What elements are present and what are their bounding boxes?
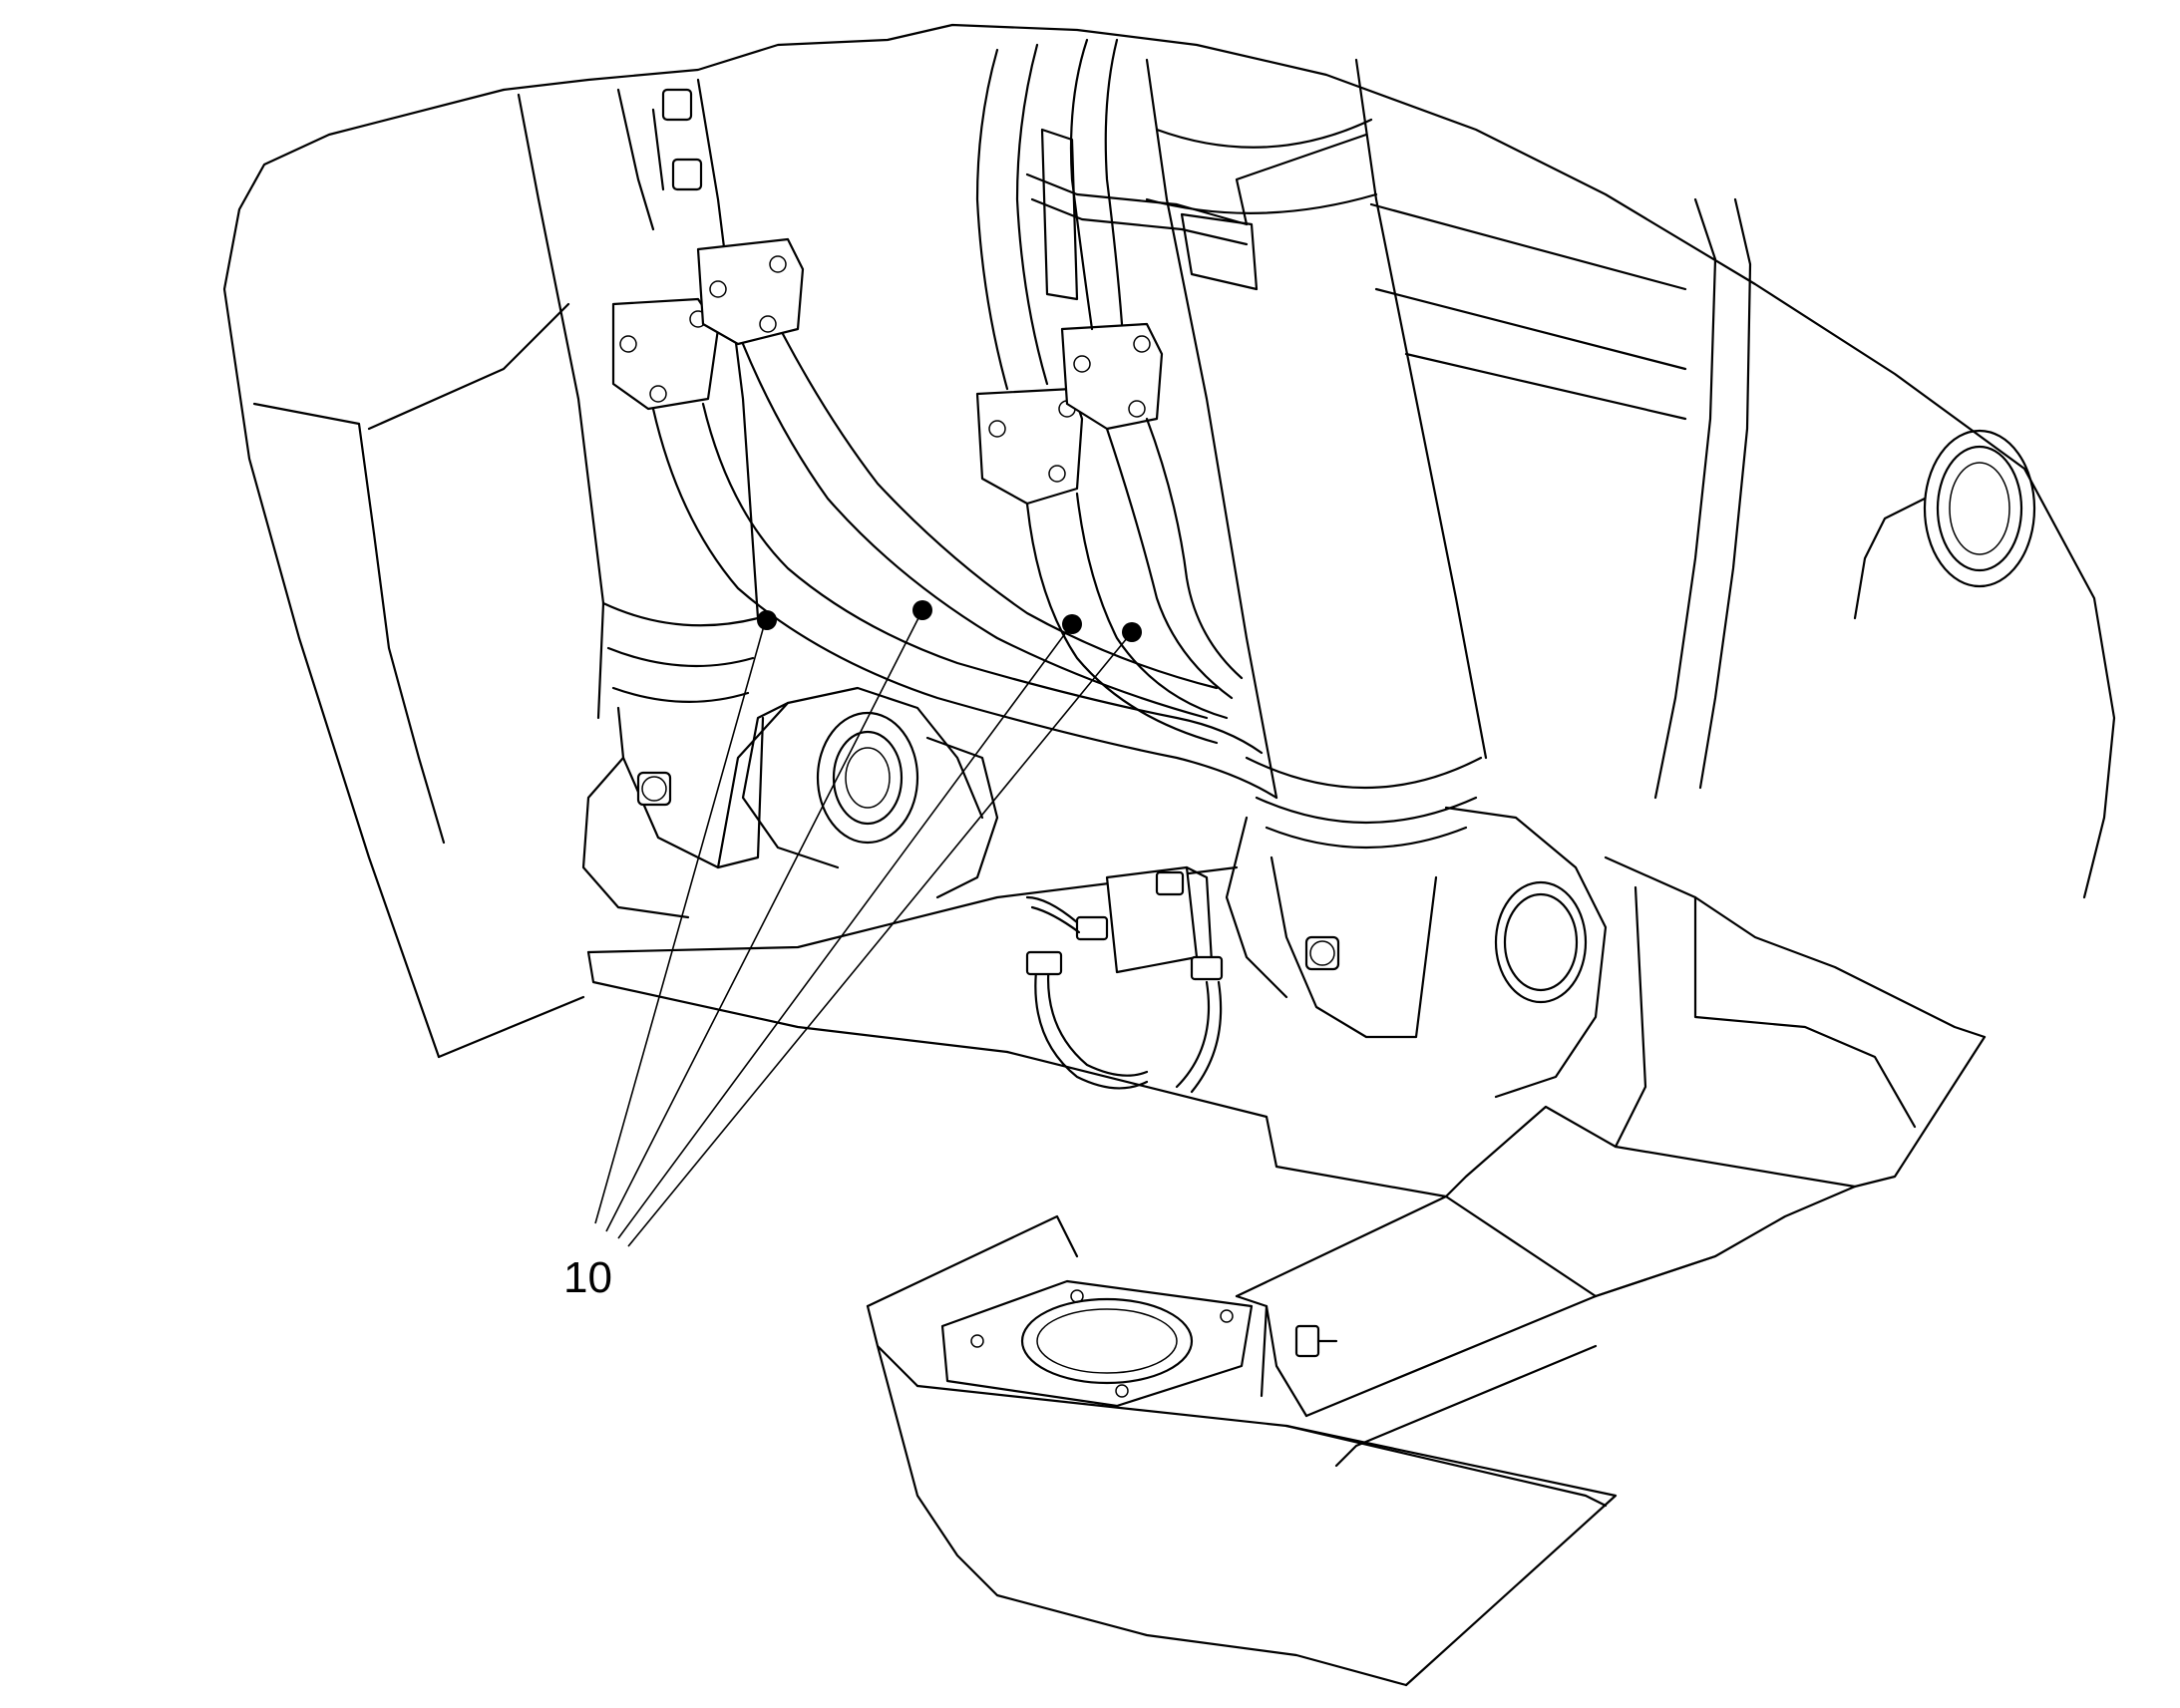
boom-outline [502, 23, 2116, 899]
callout-label: 10 [563, 1253, 612, 1302]
front-housing [866, 1195, 1717, 1687]
leader-line-4 [627, 631, 1133, 1247]
callout-leaders [594, 609, 1133, 1247]
right-hydraulic-cylinder [1145, 58, 1488, 1039]
mounting-flange [940, 1279, 1338, 1408]
left-hydraulic-cylinder [517, 78, 765, 919]
right-lug-hole [1853, 429, 2036, 620]
leader-line-2 [605, 609, 923, 1232]
valve-block [1025, 865, 1224, 1094]
callout-marker-3 [1062, 614, 1082, 634]
hose-flange-clamps-right [975, 322, 1164, 506]
callout-marker-2 [912, 600, 932, 620]
leader-line-3 [617, 623, 1073, 1239]
callout-marker-1 [757, 610, 777, 630]
hydraulic-hoses [651, 38, 1278, 800]
left-body-panel [222, 88, 585, 1059]
hose-flange-clamps-left [611, 88, 805, 411]
right-pivot-boss [1444, 806, 1608, 1099]
cylinder-clamp-band [1025, 128, 1368, 301]
base-frame [586, 855, 1987, 1298]
callout-marker-4 [1122, 622, 1142, 642]
callout-markers [757, 600, 1142, 642]
leader-line-1 [594, 614, 768, 1224]
